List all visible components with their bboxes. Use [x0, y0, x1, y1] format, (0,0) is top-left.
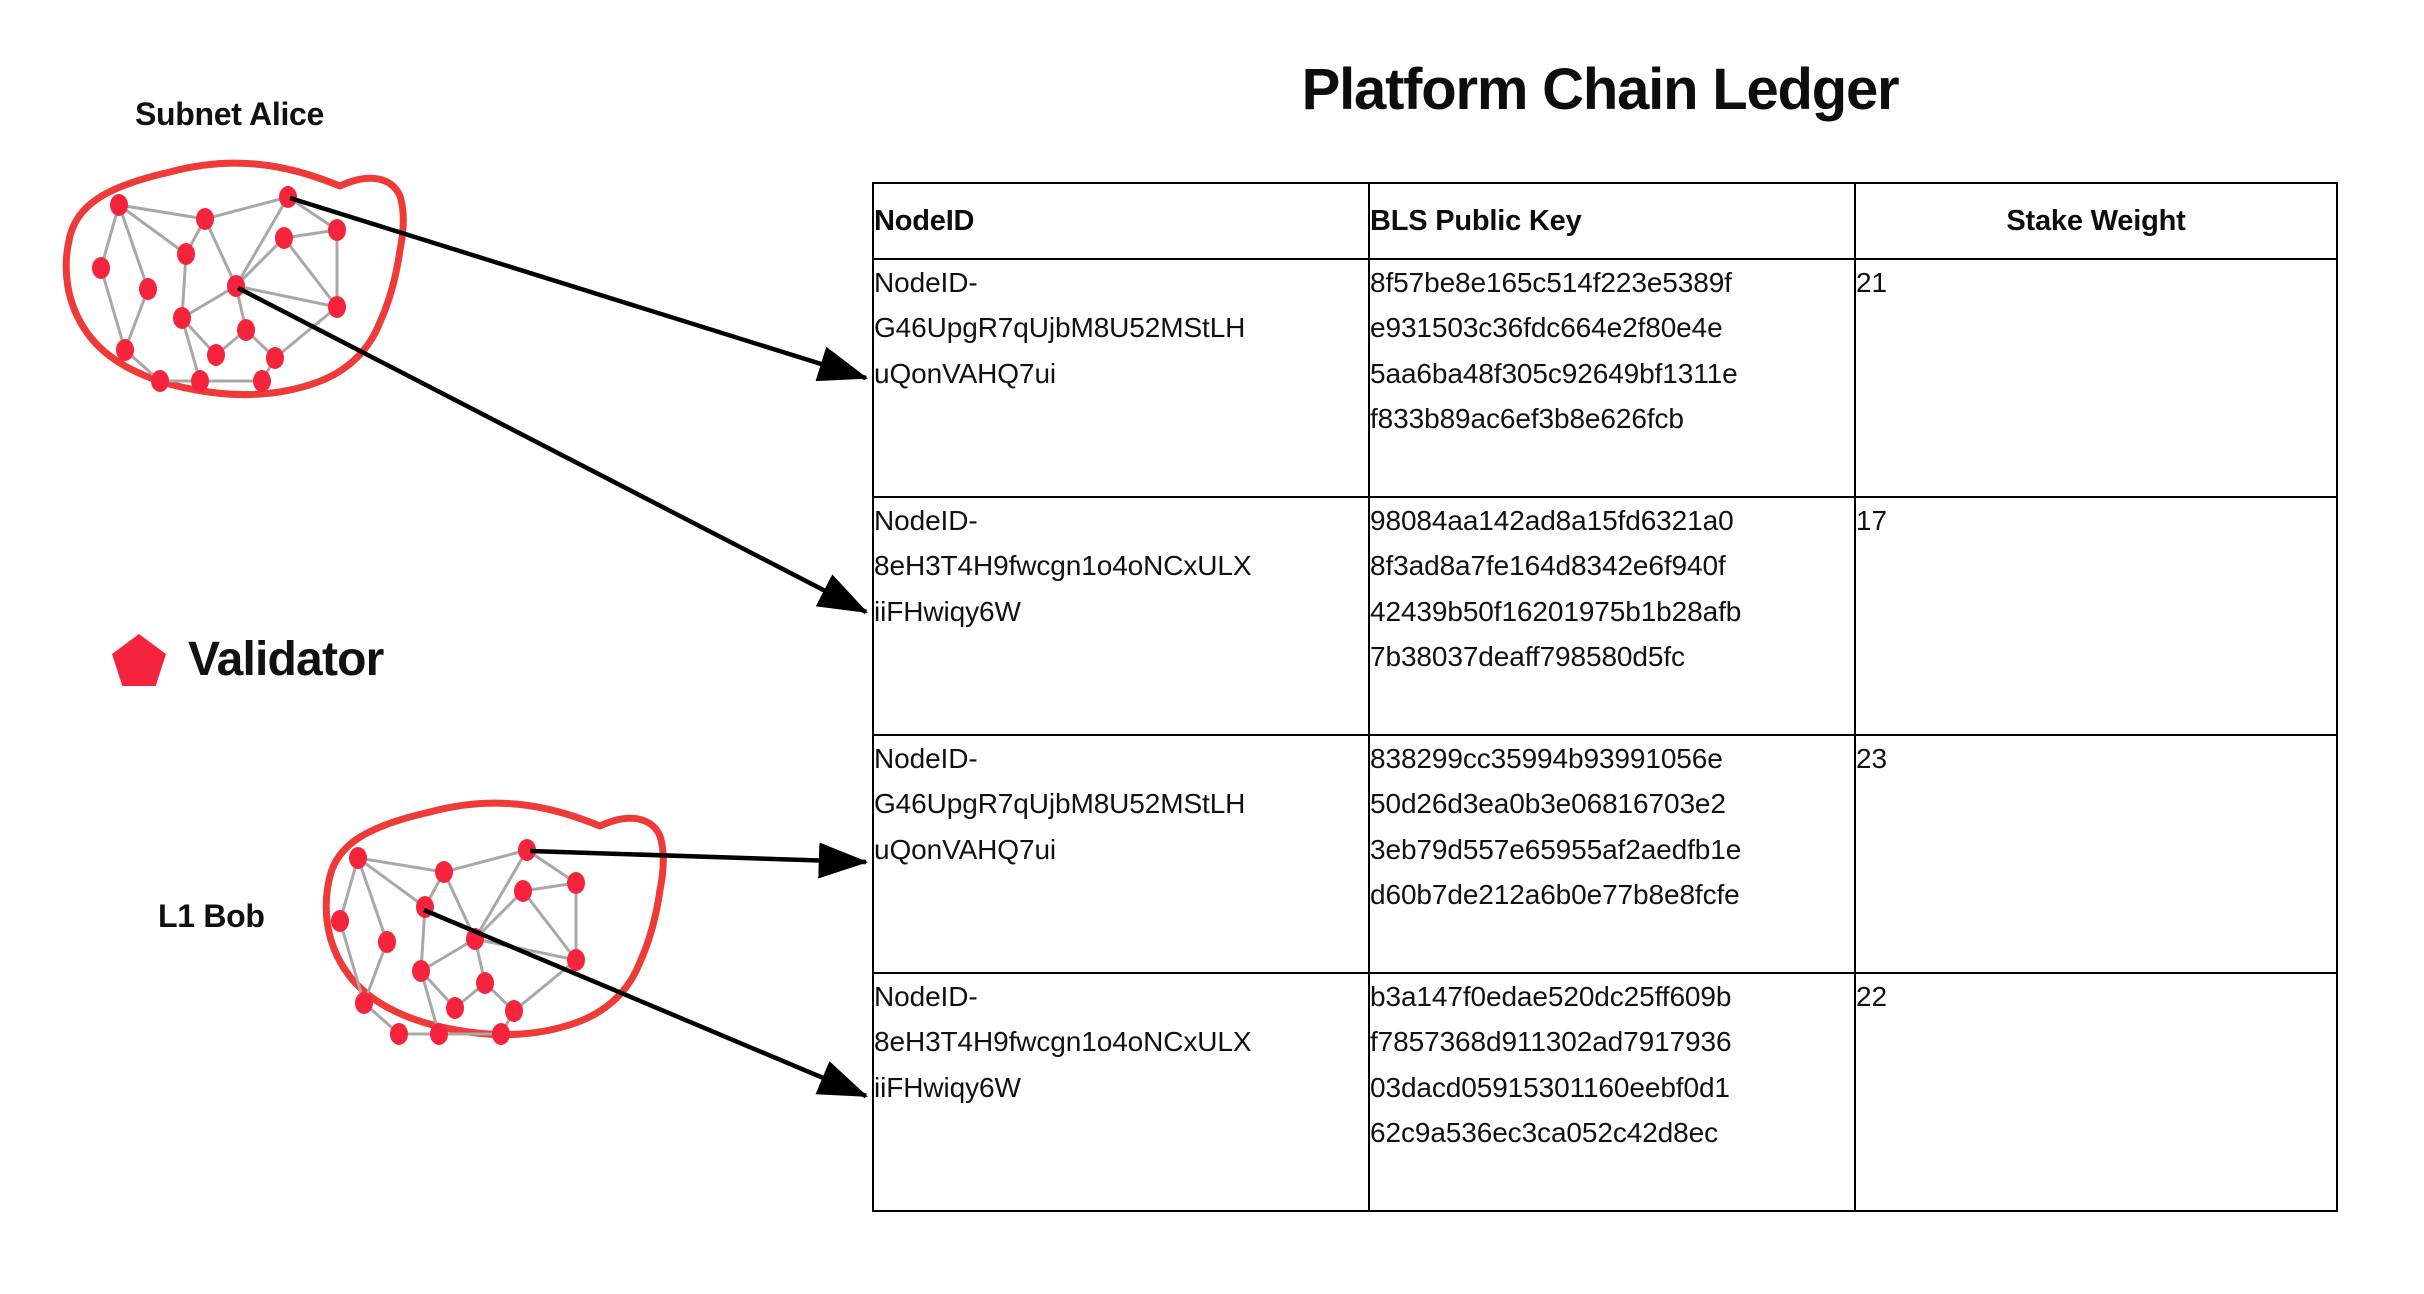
cell-stake-weight: 23	[1854, 734, 2338, 974]
table-row: NodeID- 8eH3T4H9fwcgn1o4oNCxULX iiFHwiqy6W…	[872, 496, 2338, 736]
ledger-table-container: NodeID BLS Public Key Stake Weight NodeI…	[872, 182, 2338, 1212]
l1-bob-blob-outline	[322, 799, 667, 1039]
cell-bls-public-key-line: 5aa6ba48f305c92649bf1311e	[1370, 357, 1738, 389]
cell-stake-weight: 21	[1854, 258, 2338, 498]
cell-nodeid-line: uQonVAHQ7ui	[874, 357, 1057, 389]
table-header-row: NodeID BLS Public Key Stake Weight	[872, 182, 2338, 260]
arrow-bob-to-row3	[529, 842, 869, 879]
cell-bls-public-key-line: 3eb79d557e65955af2aedfb1e	[1370, 833, 1742, 865]
cell-bls-public-key-line: f833b89ac6ef3b8e626fcb	[1370, 403, 1684, 435]
platform-chain-ledger-table: NodeID BLS Public Key Stake Weight NodeI…	[872, 182, 2338, 1212]
subnet-alice-blob-outline	[62, 159, 407, 399]
l1-bob-edges	[338, 848, 578, 1036]
validator-legend-label: Validator	[188, 633, 384, 686]
cell-nodeid-line: iiFHwiqy6W	[874, 1071, 1021, 1103]
cell-bls-public-key: b3a147f0edae520dc25ff609b f7857368d911302…	[1368, 972, 1856, 1212]
cell-bls-public-key-line: d60b7de212a6b0e77b8e8fcfe	[1370, 879, 1740, 911]
validator-legend: Validator	[110, 632, 384, 688]
l1-bob-nodes	[331, 839, 585, 1045]
cell-bls-public-key-line: 8f3ad8a7fe164d8342e6f940f	[1370, 550, 1726, 582]
column-header-bls-public-key: BLS Public Key	[1368, 182, 1856, 260]
cell-bls-public-key: 98084aa142ad8a15fd6321a0 8f3ad8a7fe164d83…	[1368, 496, 1856, 736]
column-header-stake-weight: Stake Weight	[1854, 182, 2338, 260]
cell-nodeid-line: uQonVAHQ7ui	[874, 833, 1057, 865]
cell-nodeid-line: NodeID-	[874, 981, 978, 1012]
cell-nodeid-line: 8eH3T4H9fwcgn1o4oNCxULX	[874, 550, 1252, 582]
cell-bls-public-key-line: 7b38037deaff798580d5fc	[1370, 641, 1685, 673]
l1-bob-label: L1 Bob	[158, 898, 265, 934]
l1-bob-group	[322, 799, 667, 1045]
subnet-alice-nodes	[92, 186, 346, 392]
cell-nodeid-line: G46UpgR7qUjbM8U52MStLH	[874, 312, 1246, 344]
page-title: Platform Chain Ledger	[1301, 57, 1900, 122]
column-header-nodeid: NodeID	[872, 182, 1370, 260]
cell-stake-weight: 22	[1854, 972, 2338, 1212]
cell-bls-public-key-line: 98084aa142ad8a15fd6321a0	[1370, 505, 1734, 536]
cell-nodeid-line: NodeID-	[874, 505, 978, 536]
cell-nodeid: NodeID- G46UpgR7qUjbM8U52MStLH uQonVAHQ7ui	[872, 734, 1370, 974]
cell-nodeid-line: G46UpgR7qUjbM8U52MStLH	[874, 788, 1246, 820]
cell-nodeid-line: NodeID-	[874, 743, 978, 774]
arrow-alice-to-row1	[289, 195, 869, 382]
table-header: NodeID BLS Public Key Stake Weight	[872, 182, 2338, 260]
cell-bls-public-key-line: e931503c36fdc664e2f80e4e	[1370, 312, 1723, 344]
arrow-alice-to-row2	[236, 286, 868, 614]
cell-nodeid-line: NodeID-	[874, 267, 978, 298]
cell-bls-public-key-line: b3a147f0edae520dc25ff609b	[1370, 981, 1732, 1012]
table-row: NodeID- G46UpgR7qUjbM8U52MStLH uQonVAHQ7ui…	[872, 734, 2338, 974]
connector-arrows	[236, 195, 869, 1099]
cell-nodeid: NodeID- 8eH3T4H9fwcgn1o4oNCxULX iiFHwiqy6W	[872, 972, 1370, 1212]
arrow-bob-to-row4	[423, 907, 869, 1099]
table-row: NodeID- G46UpgR7qUjbM8U52MStLH uQonVAHQ7ui…	[872, 258, 2338, 498]
cell-nodeid: NodeID- G46UpgR7qUjbM8U52MStLH uQonVAHQ7ui	[872, 258, 1370, 498]
pentagon-icon	[112, 634, 166, 686]
cell-bls-public-key: 838299cc35994b93991056e 50d26d3ea0b3e0681…	[1368, 734, 1856, 974]
cell-bls-public-key-line: f7857368d911302ad7917936	[1370, 1026, 1732, 1058]
cell-nodeid: NodeID- 8eH3T4H9fwcgn1o4oNCxULX iiFHwiqy6W	[872, 496, 1370, 736]
cell-nodeid-line: 8eH3T4H9fwcgn1o4oNCxULX	[874, 1026, 1252, 1058]
cell-bls-public-key-line: 50d26d3ea0b3e06816703e2	[1370, 788, 1726, 820]
cell-bls-public-key-line: 838299cc35994b93991056e	[1370, 743, 1723, 774]
cell-bls-public-key-line: 42439b50f16201975b1b28afb	[1370, 595, 1742, 627]
table-row: NodeID- 8eH3T4H9fwcgn1o4oNCxULX iiFHwiqy6W…	[872, 972, 2338, 1212]
table-body: NodeID- G46UpgR7qUjbM8U52MStLH uQonVAHQ7ui…	[872, 258, 2338, 1212]
cell-bls-public-key-line: 8f57be8e165c514f223e5389f	[1370, 267, 1732, 298]
subnet-alice-label: Subnet Alice	[135, 96, 325, 132]
cell-stake-weight: 17	[1854, 496, 2338, 736]
subnet-alice-group	[62, 159, 407, 399]
cell-bls-public-key-line: 62c9a536ec3ca052c42d8ec	[1370, 1117, 1719, 1149]
cell-bls-public-key: 8f57be8e165c514f223e5389f e931503c36fdc66…	[1368, 258, 1856, 498]
cell-nodeid-line: iiFHwiqy6W	[874, 595, 1021, 627]
cell-bls-public-key-line: 03dacd05915301160eebf0d1	[1370, 1071, 1730, 1103]
